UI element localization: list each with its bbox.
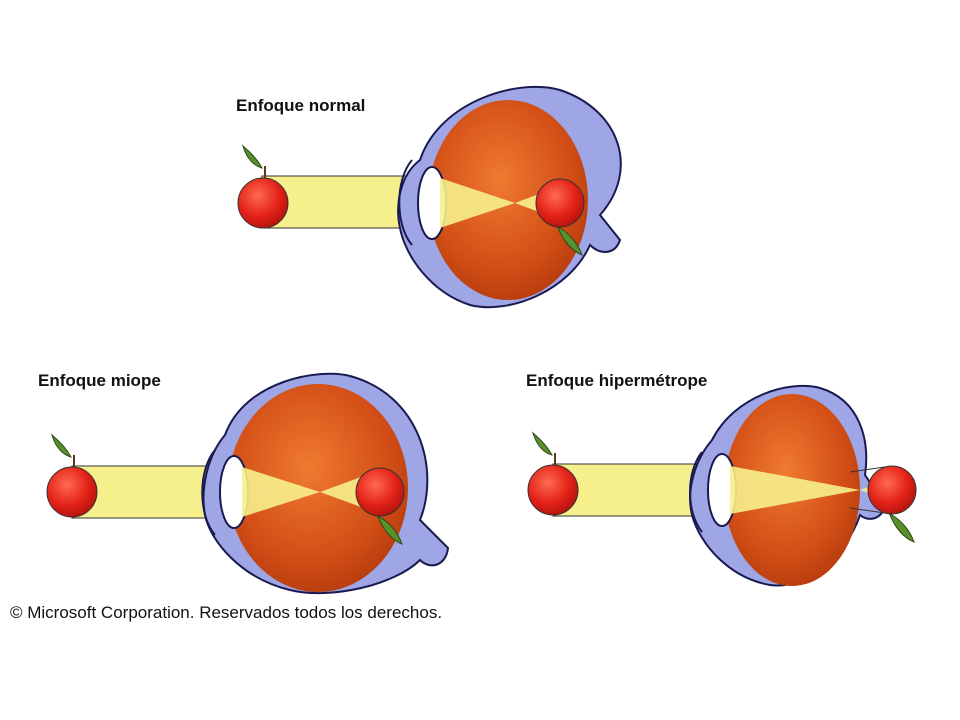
eye-normal [237,85,622,309]
apple-leaf [531,431,554,456]
focus-rays [242,467,320,517]
eye-hipermetrope [527,384,917,587]
retina-image [867,465,917,515]
cornea [398,159,413,246]
label-normal: Enfoque normal [236,96,366,115]
copyright-notice: © Microsoft Corporation. Reservados todo… [10,603,443,622]
focus-rays [730,466,860,514]
retina-image [355,467,405,517]
light-beam [261,175,423,229]
cornea [689,451,703,533]
light-beam [552,463,714,517]
retina-image-leaf [557,227,583,256]
retina-image-leaf [889,514,915,543]
apple-leaf [50,433,73,458]
retina-image-leaf [377,516,403,545]
eye-miope [46,372,450,595]
apple-object [527,464,579,516]
label-hipermetrope: Enfoque hipermétrope [526,371,708,390]
apple-object [237,177,289,229]
vitreous-body [428,100,588,300]
label-miope: Enfoque miope [38,371,161,390]
vitreous-body [228,384,408,592]
retina-image [535,178,585,228]
apple-object [46,466,98,518]
cornea [201,449,216,536]
focus-rays [440,178,515,228]
apple-leaf [241,144,264,169]
